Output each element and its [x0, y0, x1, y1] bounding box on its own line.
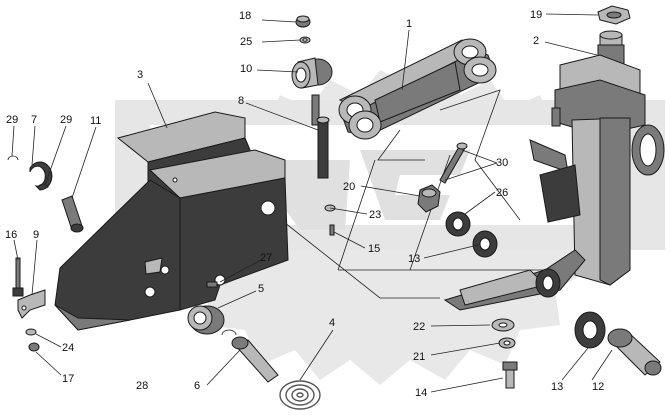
callout-8: 8	[238, 95, 244, 107]
bracket-part-9	[17, 289, 46, 319]
callout-26: 26	[496, 187, 508, 199]
callout-17: 17	[62, 373, 74, 385]
callout-22: 22	[413, 321, 425, 333]
callout-6: 6	[194, 380, 200, 392]
callout-25: 25	[240, 36, 252, 48]
clip-part-29-left	[7, 155, 19, 161]
callout-14: 14	[415, 387, 427, 399]
washer-part-26	[445, 211, 471, 237]
callout-19: 19	[530, 9, 542, 21]
screw-part-15	[329, 224, 335, 236]
lever-arm	[443, 249, 586, 311]
arm-part-1	[338, 38, 497, 140]
washer-part-13-lower	[574, 311, 606, 349]
callout-3: 3	[137, 69, 143, 81]
shaft-part-12	[607, 328, 662, 376]
washer-part-24	[25, 328, 37, 336]
clip-part-29-right	[37, 183, 49, 189]
callout-29-left: 29	[6, 114, 18, 126]
callout-4: 4	[329, 317, 335, 329]
leader-lines	[11, 13, 613, 393]
nut-part-17	[28, 342, 40, 352]
callout-9: 9	[33, 229, 39, 241]
callout-11: 11	[90, 115, 101, 127]
washer-part-22	[491, 318, 515, 332]
callout-13-lower: 13	[551, 381, 563, 393]
callout-18: 18	[239, 10, 251, 22]
column-part-2	[529, 30, 665, 286]
washer-part-13-upper	[472, 230, 498, 258]
callout-24: 24	[62, 342, 74, 354]
callout-2: 2	[533, 35, 539, 47]
callout-27: 27	[260, 252, 272, 264]
bushing-part-5	[187, 305, 225, 335]
pin-part-11	[61, 195, 84, 233]
nut-part-18	[295, 15, 311, 28]
bolt-part-30	[439, 142, 468, 184]
callout-15: 15	[368, 243, 380, 255]
callout-13-upper: 13	[408, 253, 420, 265]
callout-1: 1	[406, 18, 412, 30]
callout-21: 21	[413, 351, 425, 363]
bushing-part-10	[291, 57, 333, 89]
spring-part-4	[279, 380, 321, 410]
pin-part-8	[311, 94, 330, 179]
bolt-part-14	[502, 361, 518, 389]
nut-part-20	[417, 184, 441, 213]
washer-part-21	[498, 337, 516, 349]
bracket-part-3	[54, 111, 289, 331]
nut-part-19	[597, 5, 631, 25]
callout-labels: 1 2 3 4 5 6 7 8 9 10 11 12 13 13 14 15 1…	[5, 9, 604, 399]
callout-20: 20	[343, 181, 355, 193]
callout-30: 30	[496, 157, 508, 169]
callout-5: 5	[258, 283, 264, 295]
callout-16: 16	[5, 229, 17, 241]
clip-part-7	[29, 161, 53, 191]
clip-part-28	[221, 329, 237, 336]
callout-10: 10	[240, 63, 252, 75]
bolt-part-16	[12, 257, 24, 297]
callout-28: 28	[136, 380, 148, 392]
pin-part-6	[231, 336, 279, 383]
callout-7: 7	[31, 114, 37, 126]
callout-29-right: 29	[60, 114, 72, 126]
pin-part-27	[206, 281, 218, 288]
callout-12: 12	[592, 381, 604, 393]
washer-part-25	[299, 36, 311, 44]
callout-23: 23	[369, 209, 381, 221]
